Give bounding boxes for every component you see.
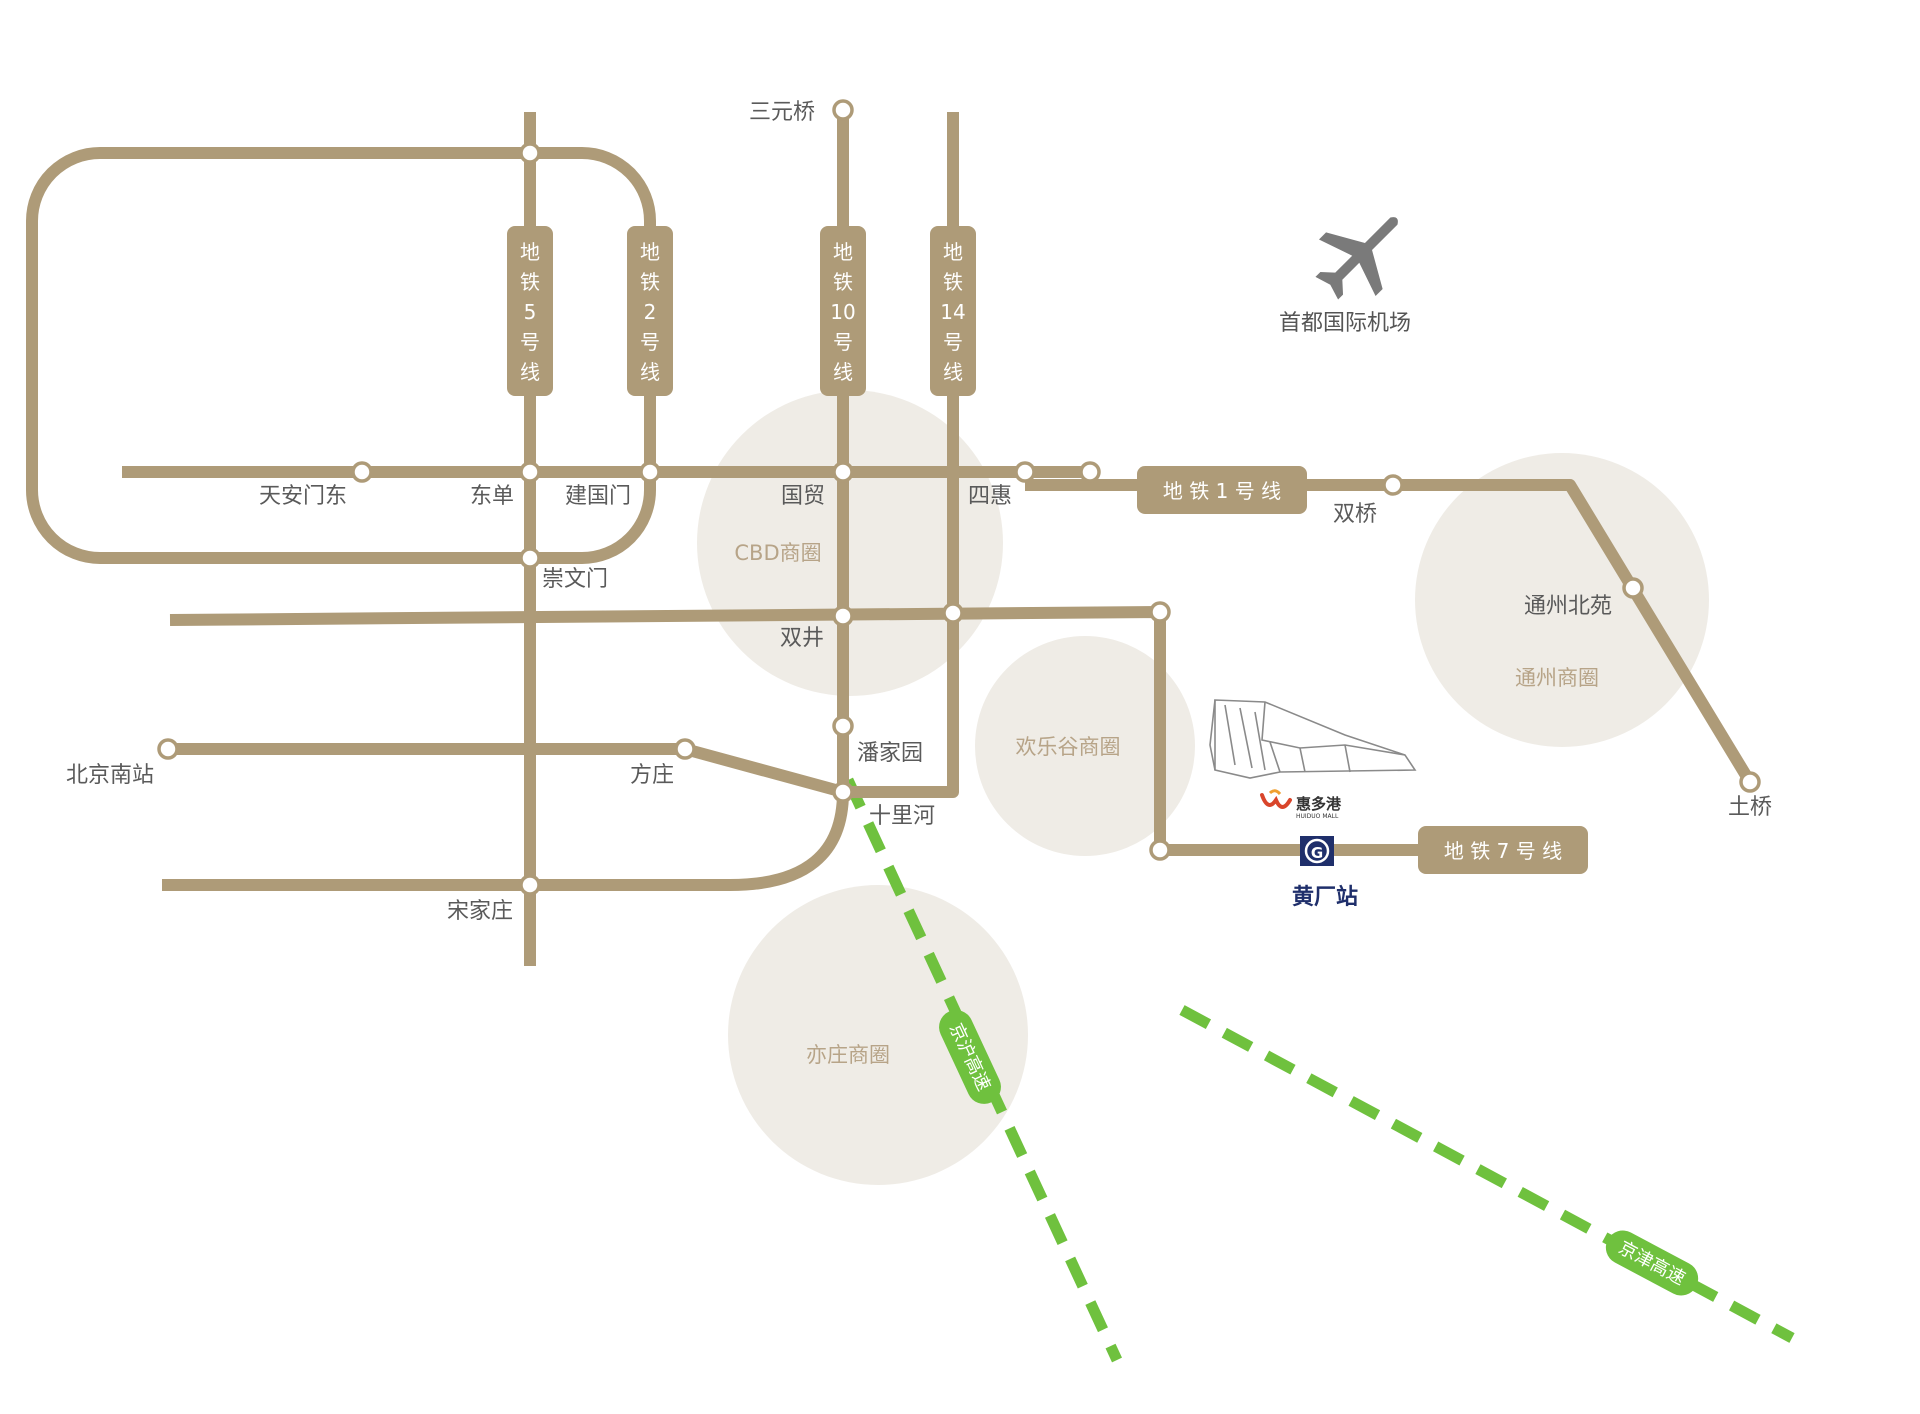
- mall-logo-mark: [1260, 793, 1292, 809]
- line-5-char-2: 铁: [520, 270, 540, 294]
- zone-yizhuang: [728, 885, 1028, 1185]
- line-5-char-5: 线: [520, 360, 540, 384]
- metro-line-10-south: [162, 743, 849, 891]
- label-shilihe: 十里河: [869, 804, 935, 829]
- station-sanyuanqiao[interactable]: [832, 99, 854, 121]
- station-panjiayuan[interactable]: [832, 715, 854, 737]
- label-shuangqiao: 双桥: [1333, 502, 1377, 527]
- station-marker-letter: G: [1311, 844, 1323, 862]
- station-shuangjing[interactable]: [832, 605, 854, 627]
- line-14-char-2: 铁: [943, 270, 963, 294]
- line-10-char-3: 10: [830, 300, 855, 324]
- line-14-char-1: 地: [943, 240, 963, 264]
- line-10-char-5: 线: [833, 360, 853, 384]
- station-tuqiao[interactable]: [1739, 771, 1761, 793]
- line-10-char-1: 地: [833, 240, 853, 264]
- station-line7-south[interactable]: [1149, 839, 1171, 861]
- line-10-char-4: 号: [833, 330, 853, 354]
- line-5-char-4: 号: [520, 330, 540, 354]
- metro-station-icon[interactable]: G: [1300, 836, 1334, 866]
- station-chongwenmen[interactable]: [519, 547, 541, 569]
- highway-jinghu: [843, 777, 1122, 1363]
- line-10-char-2: 铁: [833, 270, 853, 294]
- label-beijingnan: 北京南站: [66, 763, 154, 788]
- line-10-badge: 地 铁 10 号 线: [820, 226, 866, 396]
- label-tiananmendong: 天安门东: [259, 484, 347, 509]
- station-tongzhoubeiyuan[interactable]: [1622, 577, 1644, 599]
- station-line5-north-ring[interactable]: [519, 142, 541, 164]
- station-shuangqiao[interactable]: [1382, 474, 1404, 496]
- line-14-char-3: 14: [940, 300, 965, 324]
- label-huangchang: 黄厂站: [1292, 885, 1358, 910]
- label-guomao: 国贸: [781, 484, 825, 509]
- metro-line-2: [26, 147, 656, 564]
- line-2-char-4: 号: [640, 330, 660, 354]
- label-sihui: 四惠: [968, 484, 1012, 509]
- line-7-badge: 地 铁 7 号 线: [1418, 826, 1588, 874]
- label-shuangjing: 双井: [780, 626, 824, 651]
- highway-jingjin-badge: 京津高速: [1605, 1230, 1699, 1296]
- station-dongdan[interactable]: [519, 461, 541, 483]
- station-songjiazhuang[interactable]: [519, 874, 541, 896]
- line-1-badge: 地 铁 1 号 线: [1137, 466, 1307, 514]
- label-fangzhuang: 方庄: [630, 763, 674, 788]
- line-5-char-1: 地: [520, 240, 540, 264]
- label-dongdan: 东单: [470, 484, 514, 509]
- station-sihui[interactable]: [1014, 461, 1036, 483]
- line-14-badge: 地 铁 14 号 线: [930, 226, 976, 396]
- line-2-char-5: 线: [640, 360, 660, 384]
- line-1-label: 地 铁 1 号 线: [1163, 479, 1281, 503]
- label-zone-tongzhou: 通州商圈: [1515, 666, 1599, 690]
- airplane-icon: [1315, 217, 1398, 300]
- label-zone-happy-valley: 欢乐谷商圈: [1016, 735, 1121, 759]
- label-panjiayuan: 潘家园: [857, 741, 923, 766]
- station-guomao[interactable]: [832, 461, 854, 483]
- mall-building-icon: [1209, 699, 1417, 779]
- mall-logo: 惠多港 HUIDUO MALL: [1260, 789, 1342, 820]
- line-7-label: 地 铁 7 号 线: [1444, 839, 1562, 863]
- zone-tongzhou: [1415, 453, 1709, 747]
- station-sihui-east[interactable]: [1079, 461, 1101, 483]
- label-chongwenmen: 崇文门: [542, 567, 608, 592]
- label-airport: 首都国际机场: [1279, 311, 1411, 336]
- label-zone-yizhuang: 亦庄商圈: [806, 1043, 890, 1067]
- station-line14-line7[interactable]: [942, 602, 964, 624]
- station-fangzhuang[interactable]: [674, 738, 696, 760]
- label-tongzhoubeiyuan: 通州北苑: [1524, 594, 1612, 619]
- highway-jingjin: [1179, 1005, 1795, 1343]
- metro-line-7: [169, 606, 1420, 856]
- zone-happy-valley: [975, 636, 1195, 856]
- line-2-char-2: 铁: [640, 270, 660, 294]
- line-5-char-3: 5: [524, 300, 537, 324]
- line-2-char-3: 2: [644, 300, 657, 324]
- line-14-char-5: 线: [943, 360, 963, 384]
- station-shilihe[interactable]: [832, 781, 854, 803]
- station-beijingnan[interactable]: [157, 738, 179, 760]
- line-5-badge: 地 铁 5 号 线: [507, 226, 553, 396]
- label-mall-subtitle: HUIDUO MALL: [1296, 813, 1339, 820]
- station-jianguomen[interactable]: [639, 461, 661, 483]
- label-tuqiao: 土桥: [1728, 795, 1772, 820]
- label-sanyuanqiao: 三元桥: [749, 100, 815, 125]
- label-songjiazhuang: 宋家庄: [447, 899, 513, 924]
- line-2-badge: 地 铁 2 号 线: [627, 226, 673, 396]
- line-14-char-4: 号: [943, 330, 963, 354]
- line-2-char-1: 地: [640, 240, 660, 264]
- label-zone-cbd: CBD商圈: [734, 541, 821, 565]
- label-mall-name: 惠多港: [1296, 795, 1342, 813]
- station-line7-bend[interactable]: [1149, 601, 1171, 623]
- label-jianguomen: 建国门: [565, 484, 631, 509]
- station-tiananmendong[interactable]: [351, 461, 373, 483]
